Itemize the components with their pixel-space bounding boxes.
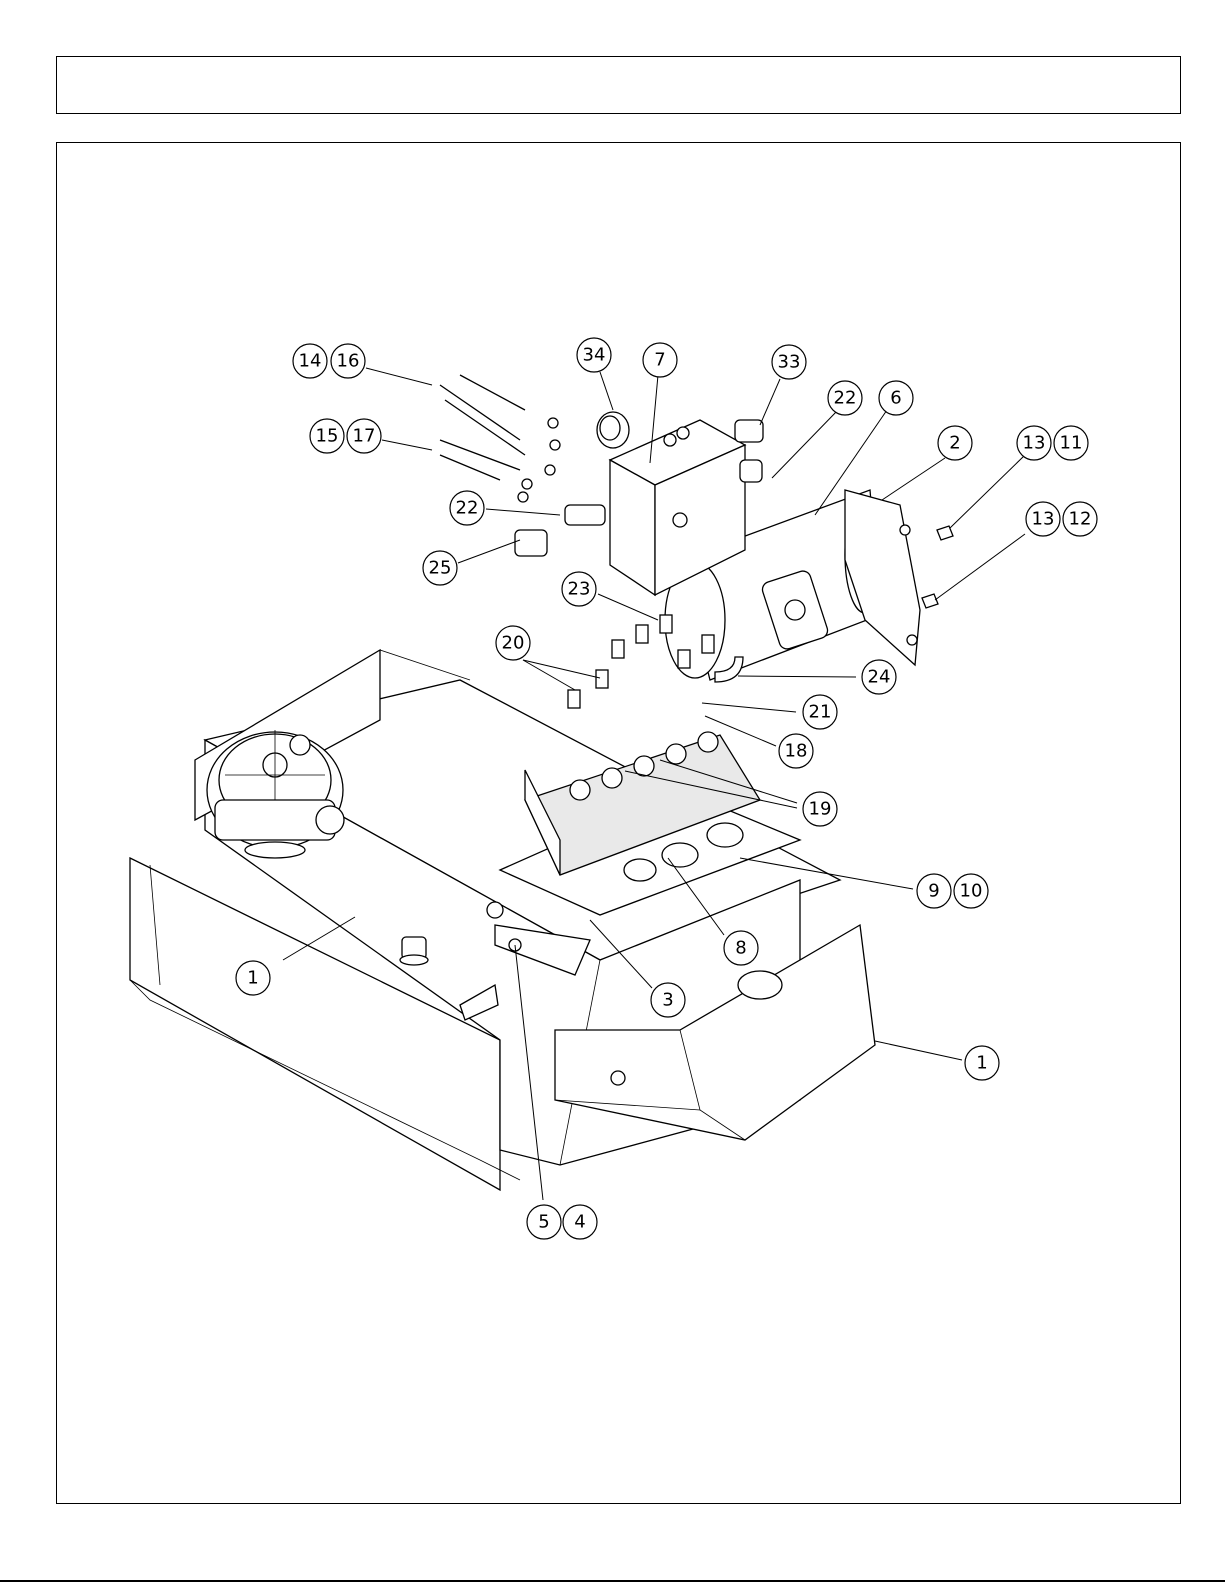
callout-9-10: 9 10 xyxy=(917,874,988,908)
svg-text:11: 11 xyxy=(1060,433,1083,454)
svg-text:7: 7 xyxy=(654,350,665,371)
svg-text:21: 21 xyxy=(809,702,832,723)
callout-8: 8 xyxy=(724,931,758,965)
svg-text:16: 16 xyxy=(337,351,360,372)
callout-33: 33 xyxy=(772,345,806,379)
svg-text:14: 14 xyxy=(299,351,322,372)
callout-15-17: 15 17 xyxy=(310,419,381,453)
callout-24: 24 xyxy=(862,660,896,694)
svg-text:23: 23 xyxy=(568,579,591,600)
callout-23: 23 xyxy=(562,572,596,606)
callout-1-left: 1 xyxy=(236,961,270,995)
callout-22-lower: 22 xyxy=(450,491,484,525)
callout-19: 19 xyxy=(803,792,837,826)
svg-text:33: 33 xyxy=(778,352,801,373)
callout-14-16: 14 16 xyxy=(293,344,365,378)
callout-20: 20 xyxy=(496,626,530,660)
svg-text:12: 12 xyxy=(1069,509,1092,530)
svg-text:13: 13 xyxy=(1023,433,1046,454)
callout-13-12: 13 12 xyxy=(1026,502,1097,536)
callout-2: 2 xyxy=(938,426,972,460)
svg-text:1: 1 xyxy=(247,968,258,989)
svg-text:3: 3 xyxy=(662,990,673,1011)
svg-text:15: 15 xyxy=(316,426,339,447)
svg-text:10: 10 xyxy=(960,881,983,902)
callout-6: 6 xyxy=(879,381,913,415)
svg-text:17: 17 xyxy=(353,426,376,447)
svg-text:25: 25 xyxy=(429,558,452,579)
svg-text:1: 1 xyxy=(976,1053,987,1074)
callout-13-11: 13 11 xyxy=(1017,426,1088,460)
pump-adapter-plate xyxy=(845,490,920,665)
svg-text:24: 24 xyxy=(868,667,891,688)
callout-1-right: 1 xyxy=(965,1046,999,1080)
hydraulic-tank xyxy=(130,650,875,1190)
callout-22-upper: 22 xyxy=(828,381,862,415)
svg-text:5: 5 xyxy=(538,1212,549,1233)
callout-25: 25 xyxy=(423,551,457,585)
svg-text:20: 20 xyxy=(502,633,525,654)
svg-text:19: 19 xyxy=(809,799,832,820)
callout-7: 7 xyxy=(643,343,677,377)
return-filter xyxy=(207,730,344,858)
svg-text:6: 6 xyxy=(890,388,901,409)
svg-text:13: 13 xyxy=(1032,509,1055,530)
callout-34: 34 xyxy=(577,338,611,372)
svg-text:8: 8 xyxy=(735,938,746,959)
svg-text:9: 9 xyxy=(928,881,939,902)
svg-text:34: 34 xyxy=(583,345,606,366)
callout-5-4: 5 4 xyxy=(527,1205,597,1239)
svg-text:22: 22 xyxy=(456,498,479,519)
svg-text:22: 22 xyxy=(834,388,857,409)
svg-text:18: 18 xyxy=(785,741,808,762)
callout-18: 18 xyxy=(779,734,813,768)
svg-text:4: 4 xyxy=(574,1212,585,1233)
callout-21: 21 xyxy=(803,695,837,729)
callout-3: 3 xyxy=(651,983,685,1017)
svg-text:2: 2 xyxy=(949,433,960,454)
